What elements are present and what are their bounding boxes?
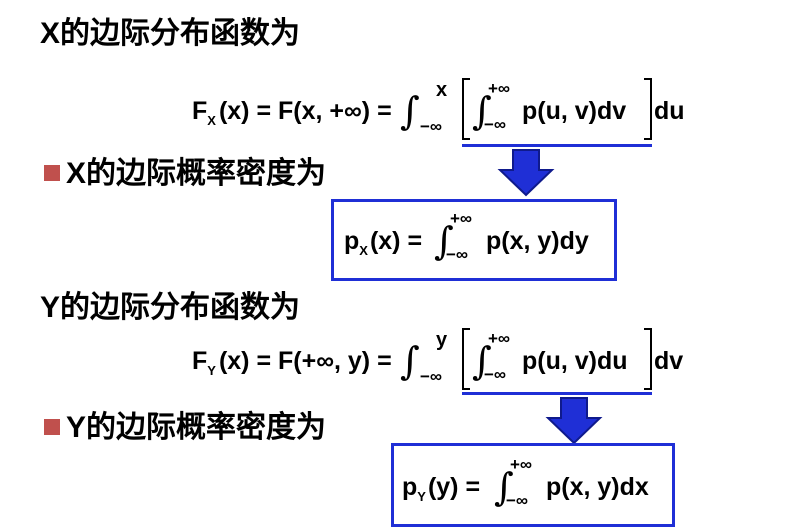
fy-outer-integral-sign: ∫ xyxy=(400,339,420,383)
heading-y-pdf-text: Y的边际概率密度为 xyxy=(66,411,327,444)
heading-x-pdf: X的边际概率密度为 xyxy=(44,156,326,192)
formula-box-py: pY(y) = ∫ +∞ −∞ p(x, y)dx xyxy=(391,443,675,527)
fy-left-bracket xyxy=(462,328,470,390)
fx-inner-upper: +∞ xyxy=(488,79,511,98)
py-integrand: p(x, y)dx xyxy=(546,473,649,501)
py-integral-sign: ∫ xyxy=(494,465,514,509)
fy-lhs-arg: (x) = F(+∞, y) = xyxy=(218,347,392,375)
fx-inner-integral-sign: ∫ xyxy=(472,89,492,133)
fx-lhs: F xyxy=(192,97,208,125)
px-upper: +∞ xyxy=(450,209,473,228)
fy-integrand: p(u, v)du xyxy=(522,347,628,375)
py-lhs: p xyxy=(402,473,418,501)
fx-inner-underline xyxy=(462,144,652,147)
fy-lhs-sub: Y xyxy=(207,363,216,378)
formula-fy: FY(x) = F(+∞, y) = ∫ y −∞ ∫ +∞ −∞ p(u, v… xyxy=(192,328,712,390)
fy-inner-upper: +∞ xyxy=(488,329,511,348)
fy-outer-d: dv xyxy=(654,347,684,375)
fy-inner-lower: −∞ xyxy=(484,365,507,384)
fx-outer-upper: x xyxy=(436,79,448,101)
fx-lhs-arg: (x) = F(x, +∞) = xyxy=(218,97,392,125)
fx-inner-lower: −∞ xyxy=(484,115,507,134)
px-lower: −∞ xyxy=(446,245,469,264)
fx-outer-lower: −∞ xyxy=(420,117,443,136)
px-lhs-sub: X xyxy=(359,243,368,258)
fy-outer-upper: y xyxy=(436,329,448,351)
heading-y-pdf: Y的边际概率密度为 xyxy=(44,410,326,446)
fx-right-bracket xyxy=(644,78,652,140)
fx-lhs-sub: X xyxy=(207,113,216,128)
fy-inner-integral-sign: ∫ xyxy=(472,339,492,383)
fx-integrand: p(u, v)dv xyxy=(522,97,627,125)
fy-outer-lower: −∞ xyxy=(420,367,443,386)
px-integrand: p(x, y)dy xyxy=(486,227,589,255)
py-lhs-arg: (y) = xyxy=(427,473,481,501)
py-lhs-sub: Y xyxy=(417,489,426,504)
py-upper: +∞ xyxy=(510,455,533,474)
heading-x-pdf-text: X的边际概率密度为 xyxy=(66,157,327,190)
fy-right-bracket xyxy=(644,328,652,390)
arrow-down-icon xyxy=(545,397,603,445)
bullet-square-icon xyxy=(44,419,60,435)
heading-x-cdf: X的边际分布函数为 xyxy=(40,17,301,50)
arrow-down-icon xyxy=(497,149,555,197)
px-lhs: p xyxy=(344,227,360,255)
heading-y-cdf: Y的边际分布函数为 xyxy=(40,291,301,324)
px-lhs-arg: (x) = xyxy=(369,227,423,255)
px-integral-sign: ∫ xyxy=(434,219,454,263)
bullet-square-icon xyxy=(44,165,60,181)
fx-left-bracket xyxy=(462,78,470,140)
fx-outer-integral-sign: ∫ xyxy=(400,89,420,133)
py-lower: −∞ xyxy=(506,491,529,510)
formula-box-px: pX(x) = ∫ +∞ −∞ p(x, y)dy xyxy=(331,199,617,281)
fx-outer-d: du xyxy=(654,97,685,125)
fy-lhs: F xyxy=(192,347,208,375)
fy-inner-underline xyxy=(462,392,652,395)
formula-fx: FX(x) = F(x, +∞) = ∫ x −∞ ∫ +∞ −∞ p(u, v… xyxy=(192,78,712,144)
